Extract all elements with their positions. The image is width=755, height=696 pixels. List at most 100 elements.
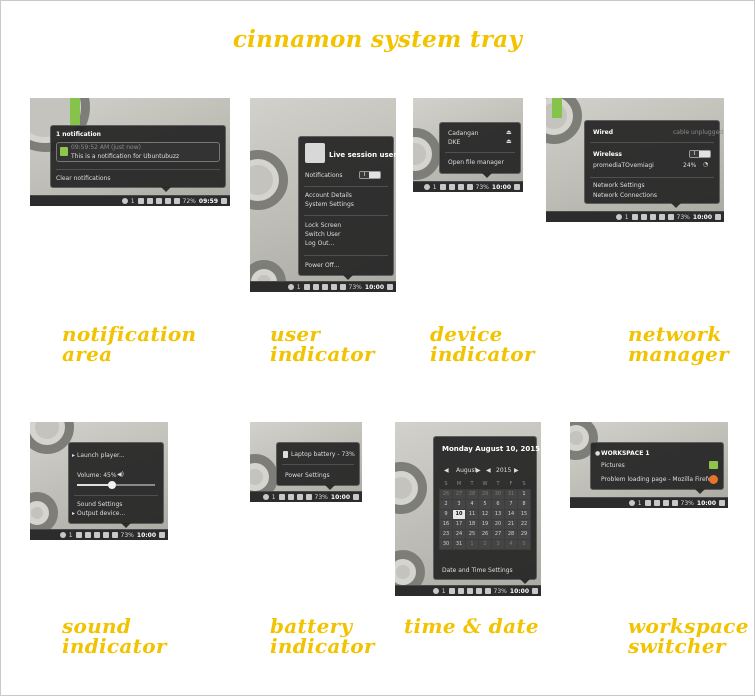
calendar-day[interactable]: 11 — [465, 508, 479, 520]
calendar-day[interactable]: 3 — [452, 498, 466, 510]
clear-notifications-button[interactable]: Clear notifications — [56, 175, 111, 182]
calendar-day[interactable]: 15 — [517, 508, 531, 520]
network-tray-icon[interactable] — [321, 284, 328, 290]
calendar-day[interactable]: 29 — [478, 488, 492, 500]
sound-settings-item[interactable]: Sound Settings — [77, 501, 123, 508]
account-details-item[interactable]: Account Details — [305, 192, 352, 199]
network-settings-item[interactable]: Network Settings — [593, 182, 645, 189]
window-item[interactable]: Problem loading page - Mozilla Firefox — [601, 476, 715, 483]
user-tray-icon[interactable] — [439, 184, 446, 190]
device-tray-icon[interactable] — [287, 494, 294, 500]
network-tray-icon[interactable] — [296, 494, 303, 500]
user-tray-icon[interactable] — [644, 500, 651, 506]
calendar-day[interactable]: 20 — [491, 518, 505, 530]
notification-tray-icon[interactable] — [432, 588, 439, 594]
workspace-tray-icon[interactable] — [353, 494, 359, 500]
calendar-day[interactable]: 10 — [452, 508, 466, 520]
notification-tray-icon[interactable] — [262, 494, 269, 500]
network-tray-icon[interactable] — [457, 184, 464, 190]
device-tray-icon[interactable] — [312, 284, 319, 290]
workspace-tray-icon[interactable] — [715, 214, 721, 220]
launch-player-item[interactable]: Launch player... — [77, 452, 125, 459]
calendar-day[interactable]: 31 — [504, 488, 518, 500]
notification-tray-icon[interactable] — [121, 198, 128, 204]
date-time-settings-item[interactable]: Date and Time Settings — [442, 567, 513, 574]
calendar-day[interactable]: 1 — [517, 488, 531, 500]
calendar-day[interactable]: 30 — [439, 538, 453, 550]
device-item[interactable]: DKE — [448, 139, 461, 146]
network-tray-icon[interactable] — [155, 198, 162, 204]
lock-screen-item[interactable]: Lock Screen — [305, 222, 342, 229]
calendar-day[interactable]: 21 — [504, 518, 518, 530]
calendar-day[interactable]: 29 — [517, 528, 531, 540]
device-item[interactable]: Cadangan — [448, 130, 479, 137]
notification-tray-icon[interactable] — [423, 184, 430, 190]
calendar-day[interactable]: 6 — [491, 498, 505, 510]
workspace-tray-icon[interactable] — [514, 184, 520, 190]
network-tray-icon[interactable] — [93, 532, 100, 538]
calendar-day[interactable]: 23 — [439, 528, 453, 540]
calendar-day[interactable]: 4 — [504, 538, 518, 550]
calendar-day[interactable]: 26 — [478, 528, 492, 540]
battery-tray-icon[interactable] — [339, 284, 346, 290]
calendar-day[interactable]: 8 — [517, 498, 531, 510]
volume-slider-thumb[interactable] — [108, 481, 117, 489]
battery-tray-icon[interactable] — [173, 198, 180, 204]
device-tray-icon[interactable] — [653, 500, 660, 506]
workspace-tray-icon[interactable] — [387, 284, 393, 290]
calendar-day[interactable]: 14 — [504, 508, 518, 520]
power-settings-item[interactable]: Power Settings — [285, 472, 330, 479]
calendar-day[interactable]: 27 — [491, 528, 505, 540]
calendar-day[interactable]: 2 — [439, 498, 453, 510]
calendar-day[interactable]: 24 — [452, 528, 466, 540]
user-tray-icon[interactable] — [278, 494, 285, 500]
prev-month-icon[interactable]: ◀ — [444, 467, 449, 474]
calendar-day[interactable]: 17 — [452, 518, 466, 530]
user-tray-icon[interactable] — [137, 198, 144, 204]
device-tray-icon[interactable] — [84, 532, 91, 538]
calendar-day[interactable]: 31 — [452, 538, 466, 550]
user-tray-icon[interactable] — [448, 588, 455, 594]
network-tray-icon[interactable] — [649, 214, 656, 220]
calendar-day[interactable]: 28 — [504, 528, 518, 540]
panel-clock[interactable]: 10:00 — [330, 493, 350, 501]
output-device-item[interactable]: Output device... — [77, 510, 126, 517]
calendar-day[interactable]: 13 — [491, 508, 505, 520]
battery-tray-icon[interactable] — [484, 588, 491, 594]
sound-tray-icon[interactable] — [164, 198, 171, 204]
window-item[interactable]: Pictures — [601, 462, 625, 469]
notification-tray-icon[interactable] — [59, 532, 66, 538]
network-connections-item[interactable]: Network Connections — [593, 192, 658, 199]
notifications-toggle[interactable]: I — [359, 171, 381, 179]
calendar-day[interactable]: 2 — [478, 538, 492, 550]
calendar-day[interactable]: 5 — [517, 538, 531, 550]
workspace-tray-icon[interactable] — [719, 500, 725, 506]
battery-tray-icon[interactable] — [111, 532, 118, 538]
calendar-day[interactable]: 27 — [452, 488, 466, 500]
workspace-tray-icon[interactable] — [159, 532, 165, 538]
device-tray-icon[interactable] — [448, 184, 455, 190]
calendar-day[interactable]: 18 — [465, 518, 479, 530]
calendar-day[interactable]: 19 — [478, 518, 492, 530]
notification-card[interactable]: 09:59:52 AM (just now) This is a notific… — [56, 142, 220, 162]
panel-clock[interactable]: 10:00 — [696, 499, 716, 507]
battery-tray-icon[interactable] — [667, 214, 674, 220]
calendar-day[interactable]: 7 — [504, 498, 518, 510]
panel-clock[interactable]: 09:59 — [198, 197, 218, 205]
calendar-day[interactable]: 25 — [465, 528, 479, 540]
panel-clock[interactable]: 10:00 — [509, 587, 529, 595]
calendar-day[interactable]: 22 — [517, 518, 531, 530]
calendar-day[interactable]: 30 — [491, 488, 505, 500]
calendar-day[interactable]: 28 — [465, 488, 479, 500]
workspace-tray-icon[interactable] — [221, 198, 227, 204]
calendar-day[interactable]: 5 — [478, 498, 492, 510]
calendar-day[interactable]: 1 — [465, 538, 479, 550]
next-year-icon[interactable]: ▶ — [514, 467, 519, 474]
calendar-day[interactable]: 9 — [439, 508, 453, 520]
panel-clock[interactable]: 10:00 — [364, 283, 384, 291]
wifi-network-item[interactable]: promediaTOvemiagi — [593, 162, 654, 169]
notification-tray-icon[interactable] — [615, 214, 622, 220]
open-file-manager-item[interactable]: Open file manager — [448, 159, 504, 166]
calendar-day[interactable]: 16 — [439, 518, 453, 530]
user-tray-icon[interactable] — [303, 284, 310, 290]
